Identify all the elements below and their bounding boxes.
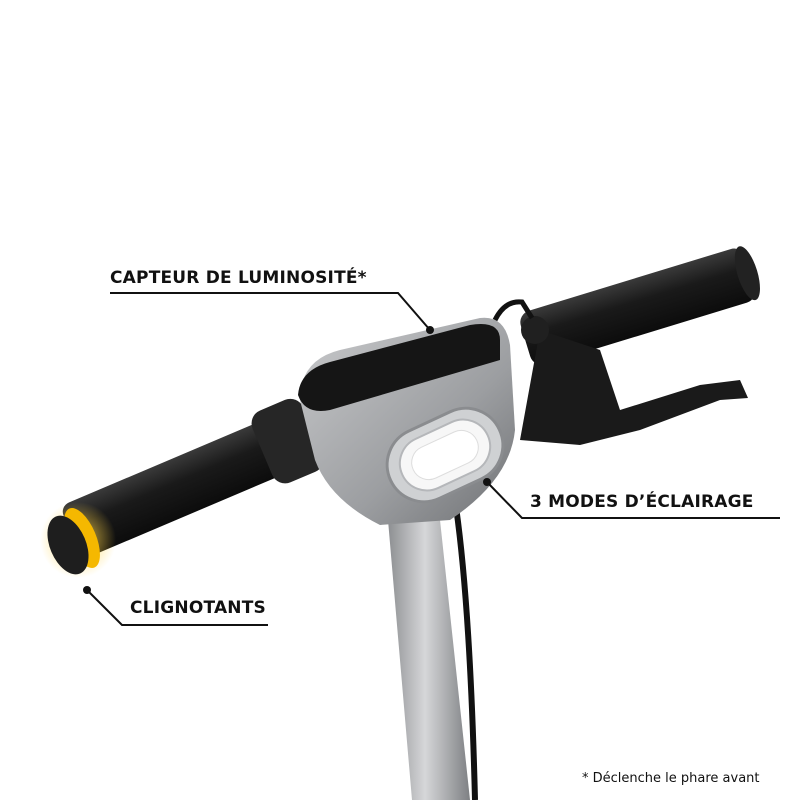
sensor-callout-dot	[426, 326, 434, 334]
sensor-callout-label: CAPTEUR DE LUMINOSITÉ*	[110, 268, 367, 288]
footnote: * Déclenche le phare avant	[582, 771, 760, 786]
bell-button	[521, 316, 549, 344]
sensor-callout-line	[110, 292, 431, 331]
lighting-callout-line	[486, 481, 780, 519]
right-grip	[520, 246, 760, 365]
grip-end-cap	[47, 515, 89, 575]
indicators-callout-dot	[83, 586, 91, 594]
headlight	[385, 406, 505, 504]
lighting-callout-dot	[483, 478, 491, 486]
lighting-callout-label: 3 MODES D’ÉCLAIRAGE	[530, 492, 754, 512]
display-panel	[298, 324, 500, 411]
brake-lever	[520, 330, 748, 445]
hook	[492, 299, 535, 322]
indicators-callout-label: CLIGNOTANTS	[130, 598, 266, 618]
brake-cable	[452, 499, 478, 800]
stem	[388, 520, 470, 800]
indicators-callout-line	[86, 589, 268, 626]
callout-lines	[86, 292, 780, 626]
